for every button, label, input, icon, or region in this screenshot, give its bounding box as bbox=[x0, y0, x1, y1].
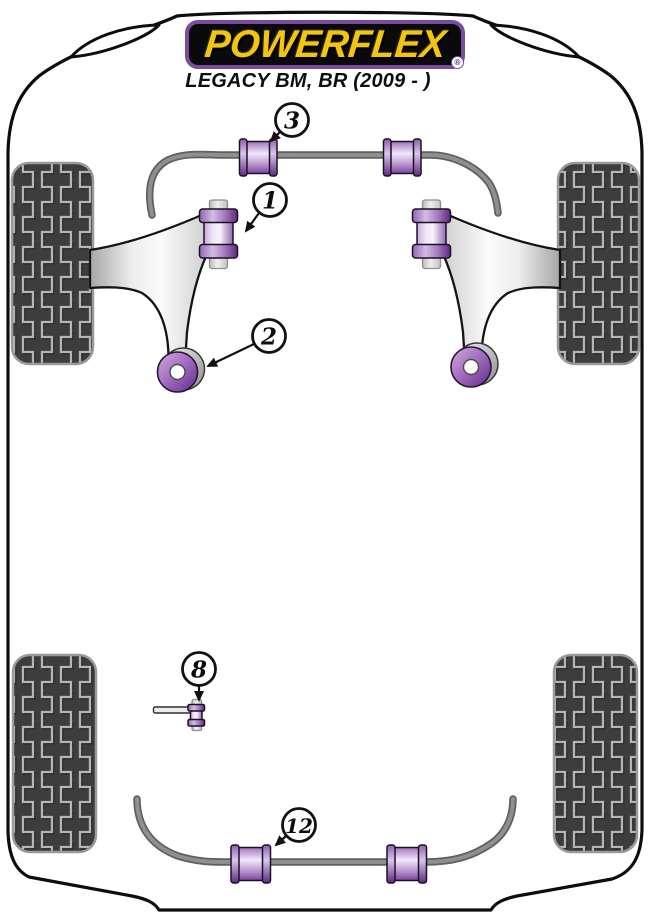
front-arm-rear-bushing-left bbox=[156, 347, 206, 393]
front-lower-arm-right bbox=[439, 212, 562, 358]
front-arb-bushing-left bbox=[238, 138, 278, 177]
rear-anti-roll-bar bbox=[133, 795, 517, 866]
front-arm-front-bushing-right bbox=[411, 199, 452, 270]
small-link-bushing bbox=[152, 698, 206, 732]
rear-arb-bushing-right bbox=[386, 844, 428, 884]
registered-trademark-icon: ® bbox=[451, 56, 464, 69]
front-arm-front-bushing-left bbox=[198, 199, 239, 270]
callout-1-number: 1 bbox=[262, 188, 278, 215]
callout-3[interactable]: 3 bbox=[269, 102, 310, 143]
rear-arb-bushing-left bbox=[230, 844, 272, 884]
callout-8-number: 8 bbox=[190, 657, 207, 684]
callout-2-number: 2 bbox=[260, 324, 277, 351]
front-arm-rear-bushing-right bbox=[450, 342, 499, 388]
callout-3-number: 3 bbox=[284, 108, 300, 135]
front-anti-roll-bar bbox=[145, 150, 502, 219]
headlight-right bbox=[489, 23, 581, 59]
tire-front-right bbox=[556, 161, 641, 366]
brand-name: POWERFLEX bbox=[202, 23, 448, 66]
tire-front-left bbox=[10, 161, 95, 366]
model-title: LEGACY BM, BR (2009 - ) bbox=[185, 70, 431, 92]
callout-1[interactable]: 1 bbox=[244, 182, 288, 233]
car-body-outline bbox=[6, 10, 644, 912]
front-lower-arm-left bbox=[88, 212, 211, 358]
tire-rear-left bbox=[11, 653, 98, 854]
powerflex-logo: POWERFLEX ® bbox=[185, 20, 465, 69]
front-arb-bushing-right bbox=[382, 138, 422, 177]
callout-12[interactable]: 12 bbox=[274, 807, 317, 847]
tire-rear-right bbox=[552, 653, 639, 854]
callout-12-number: 12 bbox=[285, 814, 313, 838]
callout-2[interactable]: 2 bbox=[206, 318, 287, 367]
headlight-left bbox=[69, 23, 161, 59]
callout-8[interactable]: 8 bbox=[181, 651, 217, 702]
